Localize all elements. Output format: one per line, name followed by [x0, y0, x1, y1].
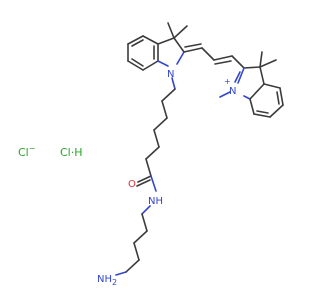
bond — [161, 100, 168, 119]
positive-charge: + — [224, 77, 231, 86]
bond — [141, 213, 148, 232]
bond — [256, 110, 269, 114]
bond — [234, 71, 241, 83]
bond — [279, 87, 284, 106]
bond — [176, 51, 185, 65]
chloride-ion: Cl− — [18, 144, 35, 159]
bond — [259, 51, 263, 68]
bond — [243, 95, 251, 100]
bond — [145, 158, 152, 177]
polymethine-chain — [201, 47, 245, 69]
hydrogen-chloride: Cl·H — [60, 146, 83, 159]
bond — [133, 242, 140, 261]
bond — [133, 230, 148, 244]
bond — [167, 22, 175, 39]
bond — [136, 179, 151, 187]
atom-oxygen: O — [128, 179, 136, 190]
bond — [157, 37, 175, 45]
atom-n-top: N — [167, 69, 174, 80]
bond — [237, 67, 245, 84]
bond — [131, 39, 144, 47]
bond — [157, 60, 169, 67]
bond — [231, 55, 245, 69]
top-indoline — [127, 22, 203, 71]
bond — [137, 175, 152, 183]
bond — [171, 77, 176, 90]
bond — [249, 83, 265, 100]
bond — [219, 91, 231, 98]
hexanoyl-linker — [136, 77, 176, 192]
bond — [125, 259, 140, 273]
bond — [173, 37, 185, 53]
bond — [142, 35, 159, 45]
bond — [145, 146, 160, 160]
bond — [141, 205, 151, 215]
bond — [214, 60, 232, 65]
structure-diagram: N N + O NH NH2 Cl− Cl·H — [18, 22, 284, 287]
molecule-canvas: N N + O NH NH2 Cl− Cl·H — [18, 22, 284, 287]
bond — [127, 60, 144, 71]
bond — [142, 60, 159, 71]
bond — [183, 47, 203, 53]
bond — [243, 66, 261, 69]
bottom-indolium — [219, 51, 284, 118]
bond — [201, 47, 215, 61]
bond — [184, 43, 202, 48]
bond — [173, 25, 188, 39]
bond — [253, 113, 271, 118]
atom-amide-nh: NH — [148, 196, 163, 207]
bond — [127, 35, 144, 45]
atom-amine-nh2: NH2 — [97, 274, 117, 287]
bond — [259, 59, 277, 68]
bond — [153, 129, 160, 148]
bond — [259, 66, 265, 85]
bond — [263, 83, 281, 89]
bond — [150, 175, 157, 192]
bond — [269, 104, 284, 118]
bond — [115, 271, 127, 276]
bond — [131, 58, 144, 67]
atom-n-bottom: N — [229, 86, 236, 97]
bond — [276, 91, 280, 105]
bond — [161, 88, 176, 102]
bond — [213, 55, 233, 61]
bond — [153, 117, 168, 131]
bond — [249, 98, 255, 115]
hexylamine-chain — [115, 205, 151, 276]
